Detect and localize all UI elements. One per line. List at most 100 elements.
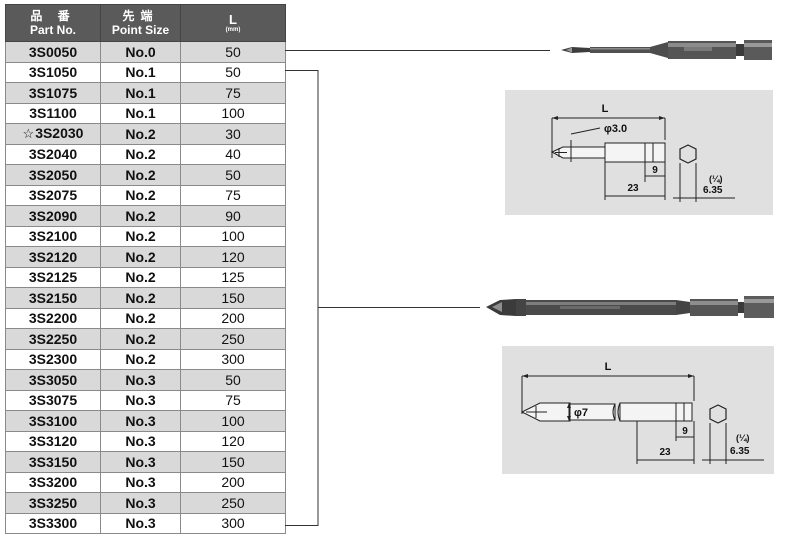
part-no-text: 3S2030 xyxy=(35,125,84,142)
header-point-size-en: Point Size xyxy=(111,23,170,37)
point-size-cell: No.1 xyxy=(100,82,181,104)
point-size-cell: No.2 xyxy=(100,266,181,288)
part-no-cell: 3S2090 xyxy=(5,205,101,227)
length-cell: 300 xyxy=(180,512,286,534)
hex-icon xyxy=(679,144,697,164)
part-no-text: 3S3200 xyxy=(28,474,78,491)
dim-l-label-top: L xyxy=(602,103,609,115)
point-size-cell: No.2 xyxy=(100,348,181,370)
hex-size-bottom: 6.35 xyxy=(730,446,750,457)
point-size-cell: No.3 xyxy=(100,512,181,534)
table-header: 品 番 Part No. 先端 Point Size L (mm) xyxy=(5,4,286,42)
part-no-cell: ☆3S2030 xyxy=(5,123,101,145)
length-cell: 50 xyxy=(180,164,286,186)
part-no-text: 3S3100 xyxy=(28,412,78,429)
part-no-text: 3S1100 xyxy=(29,105,77,122)
part-no-text: 3S2050 xyxy=(28,166,78,183)
part-no-text: 3S3050 xyxy=(28,371,78,388)
point-size-cell: No.3 xyxy=(100,451,181,473)
length-cell: 30 xyxy=(180,123,286,145)
tip-diameter-top: φ3.0 xyxy=(604,123,627,135)
part-no-cell: 3S2250 xyxy=(5,328,101,350)
part-no-cell: 3S0050 xyxy=(5,41,101,63)
part-no-text: 3S2040 xyxy=(28,146,78,163)
point-size-cell: No.2 xyxy=(100,143,181,165)
part-no-cell: 3S2200 xyxy=(5,307,101,329)
bit-image-bottom xyxy=(486,296,774,318)
part-no-text: 3S3150 xyxy=(28,453,78,470)
length-cell: 75 xyxy=(180,389,286,411)
part-no-text: 3S3120 xyxy=(28,433,78,450)
length-cell: 75 xyxy=(180,82,286,104)
part-no-text: 3S3250 xyxy=(28,494,78,511)
length-cell: 120 xyxy=(180,430,286,452)
header-point-size-jp: 先端 xyxy=(122,9,159,23)
part-no-cell: 3S1075 xyxy=(5,82,101,104)
tip-diameter-bottom: φ7 xyxy=(574,407,588,419)
length-cell: 200 xyxy=(180,307,286,329)
dimension-drawing-top: L φ3.0 9 23 (¼) 6.35 xyxy=(550,103,735,202)
header-part-no-en: Part No. xyxy=(29,23,76,37)
header-length-label: L xyxy=(229,11,237,27)
length-cell: 300 xyxy=(180,348,286,370)
hex-icon xyxy=(709,404,727,424)
part-no-text: 3S2120 xyxy=(28,248,78,265)
part-no-text: 3S2090 xyxy=(28,207,78,224)
dimension-diagram-bottom: L φ7 9 23 (¼) 6.35 xyxy=(502,346,774,474)
part-no-text: 3S3075 xyxy=(28,392,78,409)
length-cell: 40 xyxy=(180,143,286,165)
part-no-cell: 3S2075 xyxy=(5,184,101,206)
point-size-cell: No.2 xyxy=(100,184,181,206)
part-no-text: 3S0050 xyxy=(28,43,78,60)
length-cell: 120 xyxy=(180,246,286,268)
part-no-cell: 3S3120 xyxy=(5,430,101,452)
header-part-no-jp: 品 番 xyxy=(30,9,76,23)
part-no-text: 3S3300 xyxy=(28,515,78,532)
header-point-size: 先端 Point Size xyxy=(100,4,181,42)
part-no-cell: 3S2125 xyxy=(5,266,101,288)
hex-size-top: 6.35 xyxy=(703,185,723,196)
part-no-cell: 3S3100 xyxy=(5,410,101,432)
hex-fraction-bottom: (¼) xyxy=(736,433,750,443)
shank-dim-top: 9 xyxy=(652,165,658,176)
length-cell: 50 xyxy=(180,369,286,391)
part-no-cell: 3S3300 xyxy=(5,512,101,534)
header-part-no: 品 番 Part No. xyxy=(5,4,101,42)
part-no-text: 3S2150 xyxy=(28,289,78,306)
part-no-cell: 3S2300 xyxy=(5,348,101,370)
length-cell: 100 xyxy=(180,102,286,124)
bit-image-top xyxy=(561,40,772,60)
point-size-cell: No.2 xyxy=(100,123,181,145)
point-size-cell: No.2 xyxy=(100,287,181,309)
part-no-text: 3S2125 xyxy=(28,269,78,286)
body-dim-bottom: 23 xyxy=(659,447,671,458)
header-length-unit: (mm) xyxy=(225,26,241,33)
star-icon: ☆ xyxy=(22,126,35,142)
connector-bracket xyxy=(285,70,319,526)
part-no-text: 3S2100 xyxy=(28,228,78,245)
part-no-text: 3S1075 xyxy=(28,84,78,101)
point-size-cell: No.3 xyxy=(100,410,181,432)
length-cell: 50 xyxy=(180,61,286,83)
point-size-cell: No.2 xyxy=(100,225,181,247)
part-no-cell: 3S3250 xyxy=(5,492,101,514)
point-size-cell: No.3 xyxy=(100,492,181,514)
